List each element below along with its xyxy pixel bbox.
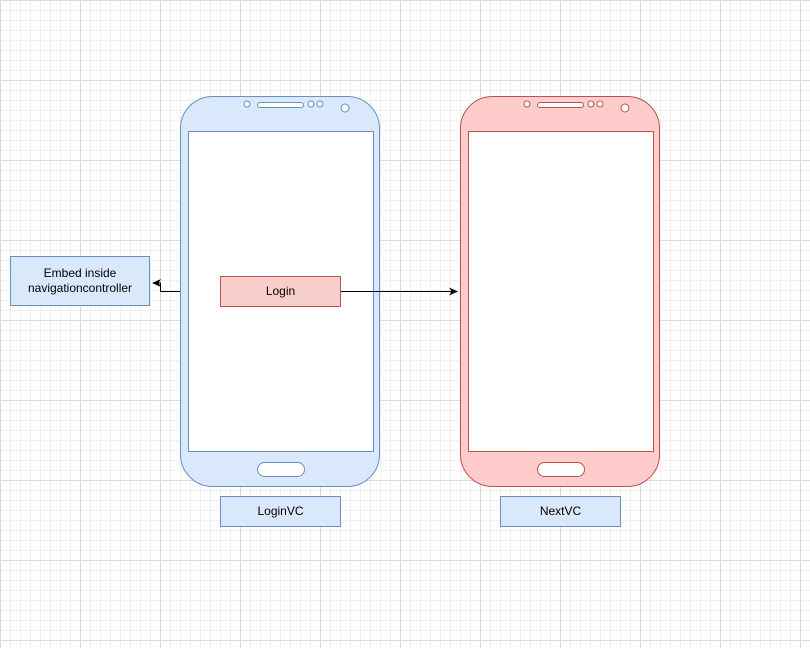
embed-note[interactable]: Embed inside navigationcontroller xyxy=(10,256,150,306)
next-vc-front-camera xyxy=(620,103,630,113)
next-vc-label-text: NextVC xyxy=(539,504,582,518)
login-vc-front-camera xyxy=(340,103,350,113)
next-vc-sensor-dot xyxy=(596,100,604,108)
login-vc-speaker-slot xyxy=(257,102,304,108)
next-vc-phone-screen xyxy=(468,131,654,452)
next-vc-phone xyxy=(460,96,660,487)
next-vc-label[interactable]: NextVC xyxy=(500,496,621,527)
login-vc-label[interactable]: LoginVC xyxy=(220,496,341,527)
login-button[interactable]: Login xyxy=(220,276,341,307)
next-vc-sensor-dot xyxy=(587,100,595,108)
next-vc-home-button xyxy=(537,462,585,477)
login-vc-camera-dot xyxy=(243,100,251,108)
login-vc-sensor-dot xyxy=(307,100,315,108)
login-button-label: Login xyxy=(265,284,296,298)
embed-note-text: Embed inside navigationcontroller xyxy=(27,266,133,295)
login-vc-home-button xyxy=(257,462,305,477)
login-vc-sensor-dot xyxy=(316,100,324,108)
next-vc-speaker-slot xyxy=(537,102,584,108)
login-vc-label-text: LoginVC xyxy=(257,504,304,518)
embed-arrow xyxy=(152,279,180,292)
next-vc-camera-dot xyxy=(523,100,531,108)
